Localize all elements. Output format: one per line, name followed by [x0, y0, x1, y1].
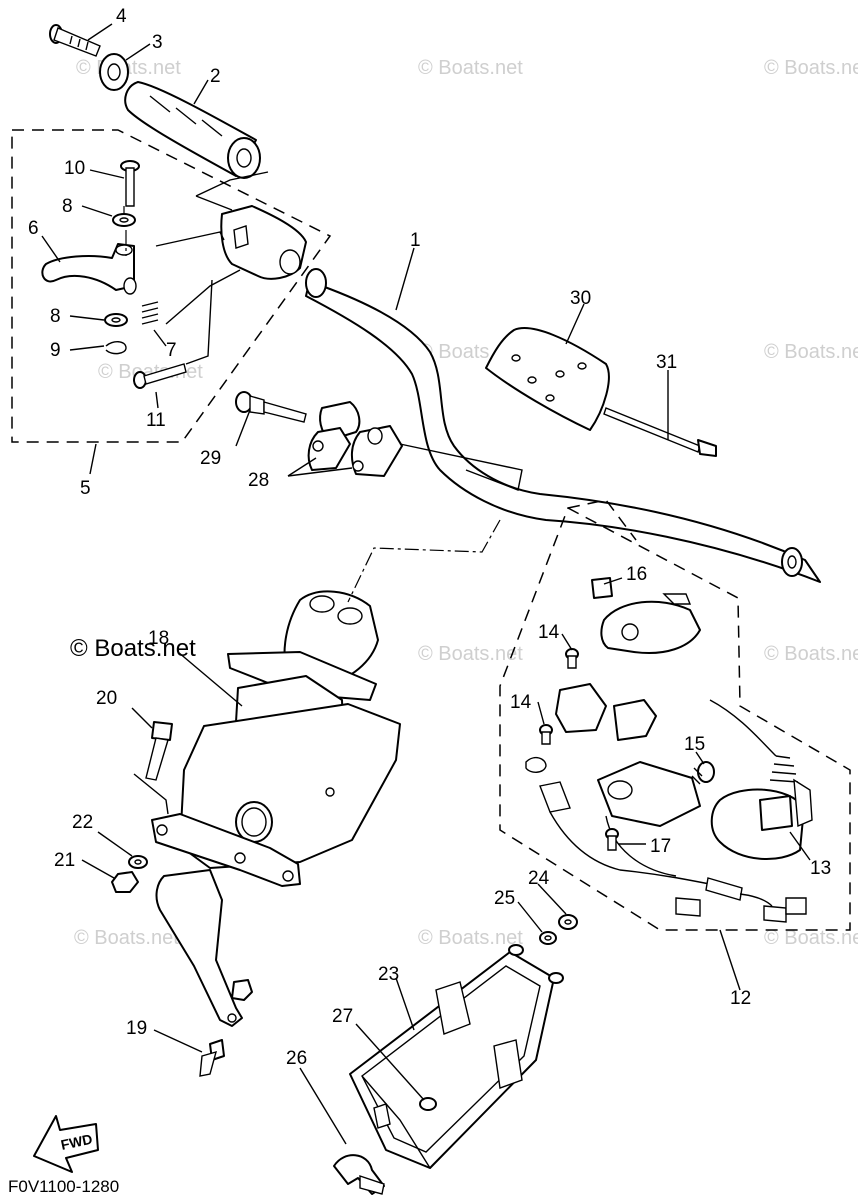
callout-22: 22: [72, 812, 93, 833]
column-nut: [111, 871, 139, 893]
callout-4: 4: [116, 6, 127, 27]
callout-11: 11: [146, 410, 166, 431]
pivot-pin: [120, 160, 140, 207]
clamp-bolt: [235, 391, 307, 423]
circlip: [105, 341, 127, 355]
switch-body: [539, 683, 741, 891]
grip-collar: [99, 53, 129, 91]
electrical-box: [349, 944, 564, 1169]
callout-8: 8: [62, 196, 73, 217]
callout-5: 5: [80, 478, 91, 499]
wire: [739, 893, 773, 907]
watermark-main: © Boats.net: [70, 635, 196, 662]
callout-27: 27: [332, 1006, 353, 1027]
callout-14: 14: [510, 692, 532, 713]
callout-24: 24: [528, 868, 550, 889]
callout-29: 29: [200, 448, 221, 469]
diagram-code: F0V1100-1280: [8, 1177, 119, 1196]
assembly-line: [133, 773, 169, 815]
grip-bolt: [49, 24, 101, 57]
watermark: © Boats.net: [418, 927, 523, 949]
lower-bolt: [199, 1039, 225, 1077]
assembly-line: [165, 269, 241, 325]
mount-screw: [605, 828, 619, 851]
watermarks: © Boats.net © Boats.net © Boats.net © Bo…: [70, 57, 858, 949]
callout-17: 17: [650, 836, 671, 857]
throttle-lever: [41, 243, 137, 295]
callout-13: 13: [810, 858, 831, 879]
callout-10: 10: [64, 158, 85, 179]
watermark: © Boats.net: [764, 341, 858, 363]
callout-14: 14: [538, 622, 560, 643]
box-bolt-washer: [539, 931, 557, 945]
lever-bolt: [133, 363, 187, 389]
assembly-line: [347, 519, 501, 603]
connector: [763, 905, 787, 923]
wire: [709, 699, 777, 757]
box-washer: [558, 914, 578, 930]
callout-1: 1: [410, 230, 421, 251]
switch-screw: [539, 724, 553, 745]
handlebar-clamps: [307, 401, 403, 477]
callout-26: 26: [286, 1048, 307, 1069]
column-bolt: [145, 721, 173, 781]
watermark: © Boats.net: [418, 643, 523, 665]
callout-7: 7: [166, 340, 177, 361]
callout-9: 9: [50, 340, 61, 361]
watermark: © Boats.net: [418, 57, 523, 79]
lever-spring: [141, 301, 159, 325]
lower-nut: [231, 979, 253, 1001]
watermark: © Boats.net: [764, 57, 858, 79]
group-box-switch: [499, 506, 851, 931]
callout-15: 15: [684, 734, 705, 755]
watermark: © Boats.net: [74, 927, 179, 949]
assembly-line: [123, 206, 127, 256]
callout-8: 8: [50, 306, 61, 327]
callout-20: 20: [96, 688, 117, 709]
group-box-throttle: [11, 129, 332, 443]
callout-30: 30: [570, 288, 591, 309]
callout-2: 2: [210, 66, 221, 87]
handlebar: [305, 268, 821, 583]
connector: [675, 897, 701, 917]
watermark: © Boats.net: [764, 927, 858, 949]
assembly-line: [195, 171, 269, 211]
callout-23: 23: [378, 964, 399, 985]
callout-28: 28: [248, 470, 269, 491]
assembly-line: [185, 279, 213, 365]
callout-3: 3: [152, 32, 163, 53]
assembly-line: [399, 443, 523, 491]
callout-6: 6: [28, 218, 39, 239]
grip: [124, 81, 261, 179]
hose-clamp: [333, 1154, 385, 1195]
throttle-housing: [220, 205, 307, 280]
switch-screw: [565, 648, 579, 669]
handlebar-pad: [485, 327, 610, 431]
lanyard-switch: [710, 755, 813, 860]
steering-column: [151, 590, 401, 1027]
callout-labels: 4 3 2 10 8 6 8 7 9 11 5 1 30 31 29 28 18…: [28, 6, 831, 1069]
leader-lines: [41, 23, 811, 1145]
assembly-line: [155, 231, 225, 247]
callout-18: 18: [148, 628, 169, 649]
ring-terminal: [525, 756, 547, 773]
callout-31: 31: [656, 352, 677, 373]
callout-16: 16: [626, 564, 647, 585]
adjust-screw: [691, 761, 715, 785]
callout-21: 21: [54, 850, 75, 871]
callout-25: 25: [494, 888, 515, 909]
callout-19: 19: [126, 1018, 147, 1039]
fwd-arrow: FWD: [33, 1115, 99, 1173]
connector: [785, 897, 807, 915]
callout-12: 12: [730, 988, 751, 1009]
cable-tie: [603, 407, 717, 457]
fwd-label: FWD: [59, 1131, 94, 1153]
switch-housing: [591, 577, 701, 654]
watermark: © Boats.net: [764, 643, 858, 665]
connector: [705, 877, 743, 901]
